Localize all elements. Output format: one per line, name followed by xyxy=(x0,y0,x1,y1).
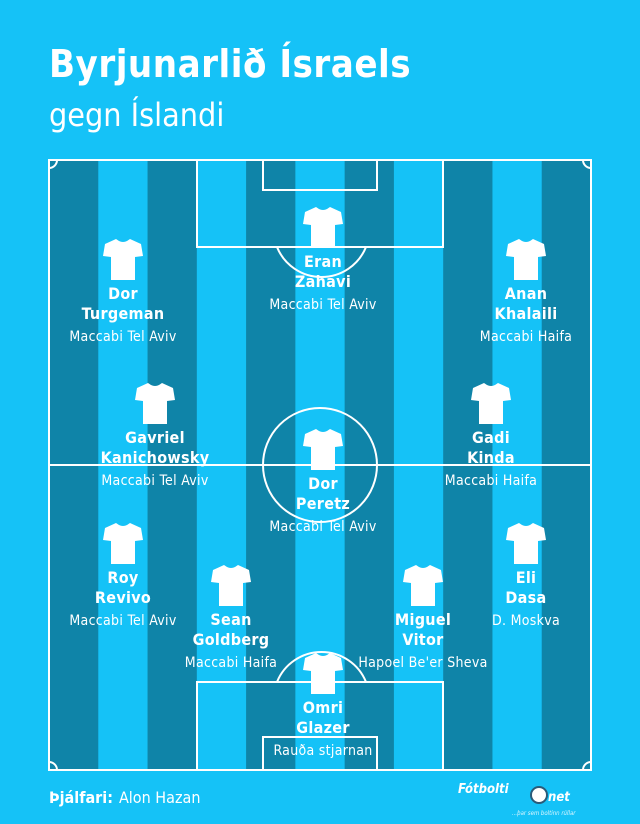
player-card: Roy Revivo Maccabi Tel Aviv xyxy=(33,522,213,631)
player-club: Maccabi Tel Aviv xyxy=(69,329,177,345)
shirt-icon xyxy=(211,565,251,606)
player-club: Maccabi Tel Aviv xyxy=(269,297,377,313)
coach-label: Þjálfari: xyxy=(49,788,113,807)
player-last-name: Dasa xyxy=(505,588,547,607)
player-club: Hapoel Be'er Sheva xyxy=(358,655,488,671)
shirt-icon xyxy=(506,239,546,280)
player-club: Maccabi Tel Aviv xyxy=(101,473,209,489)
player-first-name: Omri xyxy=(302,698,344,717)
player-last-name: Vitor xyxy=(402,630,444,649)
player-last-name: Zahavi xyxy=(294,272,352,291)
logo-text-2: net xyxy=(548,790,570,805)
player-last-name: Glazer xyxy=(296,718,350,737)
player-first-name: Sean xyxy=(210,610,252,629)
logo-tagline: ...þar sem boltinn rúllar xyxy=(512,810,576,817)
logo-text-1: Fótbolti xyxy=(458,782,509,797)
player-last-name: Kinda xyxy=(467,448,515,467)
player-first-name: Dor xyxy=(108,284,138,303)
player-club: Maccabi Tel Aviv xyxy=(69,613,177,629)
shirt-icon xyxy=(403,565,443,606)
player-first-name: Eran xyxy=(303,252,343,271)
player-club: Rauða stjarnan xyxy=(273,743,373,759)
coach-name: Alon Hazan xyxy=(118,788,201,807)
player-card: Anan Khalaili Maccabi Haifa xyxy=(436,238,616,347)
player-club: D. Moskva xyxy=(492,613,560,629)
player-card: Dor Turgeman Maccabi Tel Aviv xyxy=(33,238,213,347)
player-last-name: Peretz xyxy=(295,494,351,513)
player-first-name: Gadi xyxy=(472,428,510,447)
fotbolti-net-logo: Fótbolti net ...þar sem boltinn rúllar xyxy=(456,780,586,820)
player-first-name: Miguel xyxy=(394,610,452,629)
football-icon xyxy=(530,786,548,804)
player-first-name: Gavriel xyxy=(125,428,185,447)
player-card: Eran Zahavi Maccabi Tel Aviv xyxy=(233,206,413,315)
player-card: Sean Goldberg Maccabi Haifa xyxy=(141,564,321,673)
shirt-icon xyxy=(103,239,143,280)
player-club: Maccabi Haifa xyxy=(184,655,278,671)
player-last-name: Turgeman xyxy=(81,304,165,323)
player-card: Eli Dasa D. Moskva xyxy=(436,522,616,631)
player-first-name: Eli xyxy=(515,568,537,587)
player-last-name: Goldberg xyxy=(192,630,270,649)
player-club: Maccabi Haifa xyxy=(444,473,538,489)
player-last-name: Khalaili xyxy=(494,304,558,323)
shirt-icon xyxy=(103,523,143,564)
player-last-name: Kanichowsky xyxy=(100,448,210,467)
player-card: Dor Peretz Maccabi Tel Aviv xyxy=(233,428,413,537)
shirt-icon xyxy=(135,383,175,424)
player-last-name: Revivo xyxy=(94,588,152,607)
player-club: Maccabi Tel Aviv xyxy=(269,519,377,535)
player-card: Miguel Vitor Hapoel Be'er Sheva xyxy=(333,564,513,673)
page-subtitle: gegn Íslandi xyxy=(49,96,225,134)
player-card: Omri Glazer Rauða stjarnan xyxy=(233,652,413,761)
shirt-icon xyxy=(303,207,343,248)
shirt-icon xyxy=(303,429,343,470)
player-card: Gavriel Kanichowsky Maccabi Tel Aviv xyxy=(65,382,245,491)
shirt-icon xyxy=(471,383,511,424)
shirt-icon xyxy=(506,523,546,564)
player-first-name: Anan xyxy=(504,284,548,303)
shirt-icon xyxy=(303,653,343,694)
player-first-name: Roy xyxy=(107,568,139,587)
player-club: Maccabi Haifa xyxy=(479,329,573,345)
player-first-name: Dor xyxy=(308,474,338,493)
coach: Þjálfari: Alon Hazan xyxy=(49,788,200,807)
page-title: Byrjunarlið Ísraels xyxy=(49,42,412,86)
player-card: Gadi Kinda Maccabi Haifa xyxy=(401,382,581,491)
